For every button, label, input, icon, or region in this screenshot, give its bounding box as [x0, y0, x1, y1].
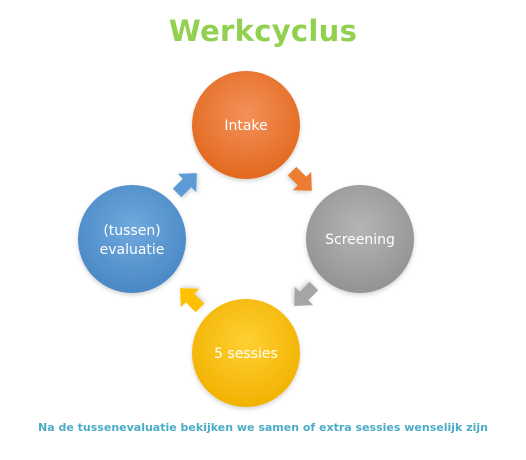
arrow-right-icon — [172, 173, 197, 198]
node-evaluatie-label-line1: (tussen) — [103, 223, 160, 239]
node-sessies-label: 5 sessies — [214, 346, 278, 362]
arrow-evaluatie-to-intake — [172, 173, 197, 198]
node-evaluatie-circle — [78, 185, 186, 293]
node-screening-label: Screening — [325, 232, 395, 248]
arrow-right-icon — [294, 281, 319, 306]
node-intake: Intake — [192, 71, 300, 179]
diagram-title: Werkcyclus — [168, 14, 358, 48]
arrow-sessies-to-evaluatie — [180, 288, 205, 313]
node-sessies: 5 sessies — [192, 299, 300, 407]
node-evaluatie-label-line2: evaluatie — [100, 242, 165, 258]
arrow-screening-to-sessies — [294, 281, 319, 306]
arrow-right-icon — [180, 288, 205, 313]
node-evaluatie: (tussen) evaluatie — [78, 185, 186, 293]
arrow-intake-to-screening — [287, 166, 312, 191]
node-screening: Screening — [306, 185, 414, 293]
diagram-caption: Na de tussenevaluatie bekijken we samen … — [38, 421, 488, 434]
node-intake-label: Intake — [224, 118, 267, 134]
node-intake-circle — [192, 71, 300, 179]
node-sessies-circle — [192, 299, 300, 407]
node-screening-circle — [306, 185, 414, 293]
arrow-right-icon — [287, 166, 312, 191]
